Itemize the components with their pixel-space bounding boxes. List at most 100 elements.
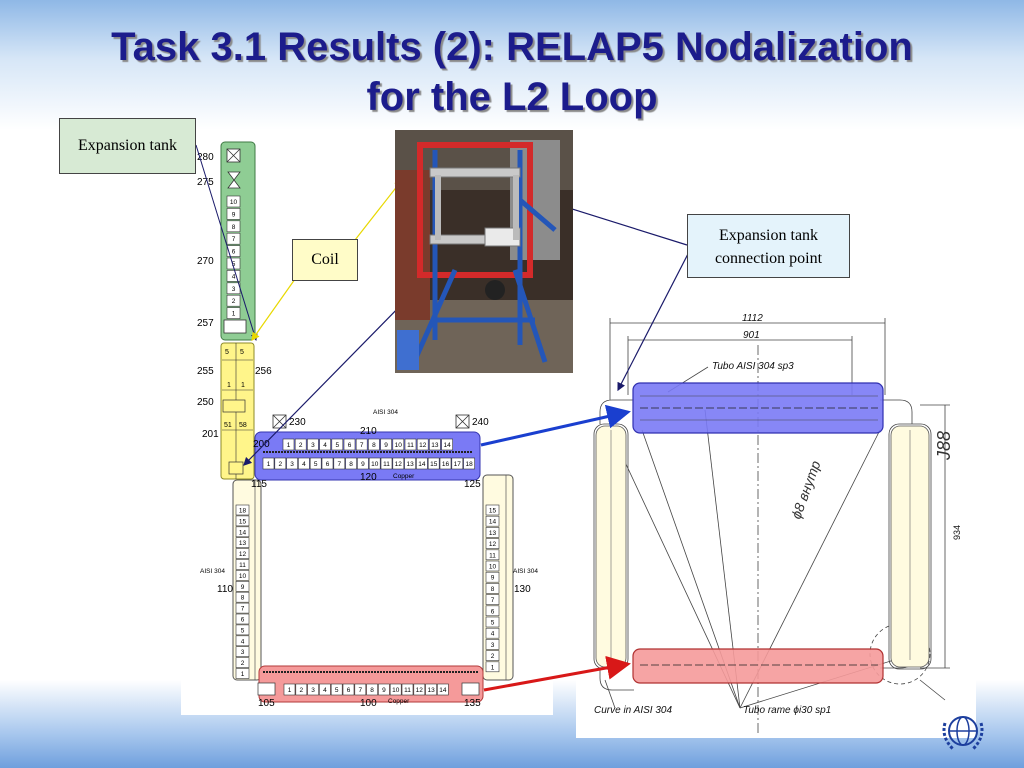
cooler-lower-cell-label: 17 (454, 461, 462, 468)
cooler-lower-cell (463, 457, 475, 470)
cooler-upper-cell-label: 11 (407, 442, 414, 449)
expansion-tank-callout: Expansion tank (59, 118, 196, 174)
label-110: 110 (217, 584, 233, 595)
left-leg-cell (235, 537, 250, 549)
cooler-upper-cell-label: 10 (395, 442, 403, 449)
right-leg-cell-label: 2 (491, 653, 495, 660)
tank-cell-label: 7 (232, 236, 236, 243)
label-210: 210 (360, 426, 377, 437)
node-105-box (257, 682, 276, 696)
right-leg-cell-label: 4 (491, 631, 495, 638)
heater-cell-label: 7 (358, 687, 362, 694)
label-aisi-top: AISI 304 (373, 409, 398, 416)
tank-cell (226, 245, 241, 257)
cooler-upper-cell (429, 438, 441, 451)
heater-cell-label: 5 (335, 687, 339, 694)
heater-cell-label: 12 (416, 687, 424, 694)
label-240: 240 (472, 417, 489, 428)
heater-cell-label: 11 (404, 687, 411, 694)
label-256: 256 (255, 366, 272, 377)
right-leg-cell-label: 15 (489, 508, 497, 515)
right-leg-cell-label: 7 (491, 597, 495, 604)
label-135: 135 (464, 698, 481, 709)
heater-cell-label: 8 (370, 687, 374, 694)
cooler-lower-cell-label: 8 (349, 461, 353, 468)
label-275: 275 (197, 177, 214, 188)
expansion-tank-callout-text: Expansion tank (77, 137, 178, 154)
left-leg-cell (235, 580, 250, 592)
left-leg-cell (235, 570, 250, 581)
cooler-upper-cell-label: 2 (299, 442, 303, 449)
left-leg-cell-label: 14 (239, 529, 247, 536)
valve-275 (227, 171, 241, 181)
tank-cell-label: 4 (232, 273, 236, 280)
dim-right-handwritten: J88 (934, 431, 954, 461)
right-leg-cell-label: 10 (489, 564, 497, 571)
title-line-1: Task 3.1 Results (2): RELAP5 Nodalizatio… (111, 25, 913, 69)
left-leg-cell (235, 559, 250, 570)
left-leg-cell (235, 504, 250, 516)
left-leg-cell (235, 515, 250, 527)
iaea-laurel-icon (942, 716, 984, 751)
cooler-lower-cell (368, 457, 381, 470)
cooler-lower-cell-label: 2 (278, 461, 282, 468)
right-leg-cell (485, 605, 500, 617)
loop-photo (395, 130, 573, 373)
heater-cell (354, 683, 367, 696)
label-201: 201 (202, 429, 219, 440)
cooler-lower-cell-label: 5 (314, 461, 318, 468)
cooler-upper-cell (282, 438, 295, 451)
cooler-upper-cell-label: 1 (287, 442, 291, 449)
left-leg-cell (235, 657, 250, 668)
right-leg-cell (485, 594, 500, 605)
cooler-lower-cell (416, 457, 428, 470)
dim-934: 934 (952, 525, 962, 540)
heater-cell-label: 6 (347, 687, 351, 694)
cooler-lower-cell-label: 10 (371, 461, 379, 468)
right-leg-cell-label: 12 (489, 541, 497, 548)
left-leg-cell (235, 668, 250, 679)
right-leg-cell (485, 560, 500, 572)
heater-cell (342, 683, 355, 696)
heater-cell-label: 14 (439, 687, 447, 694)
cooler-lower-cell-label: 18 (465, 461, 473, 468)
cooler-upper-cell-label: 14 (443, 442, 451, 449)
left-leg-cell-label: 15 (239, 518, 247, 525)
right-leg-cell (485, 650, 500, 661)
left-leg-cell (235, 548, 250, 559)
arrow-coil-to-photo (354, 179, 403, 241)
label-280: 280 (197, 152, 214, 163)
cooler-lower-cell (286, 457, 298, 470)
right-leg-cell (485, 571, 500, 583)
right-leg-cell-label: 5 (491, 620, 495, 627)
cooler-upper-cell (319, 438, 331, 451)
cooler-lower-cell (404, 457, 416, 470)
cooler-upper-cell (380, 438, 392, 451)
left-leg-cell-label: 18 (239, 508, 247, 515)
cooler-upper-cell (392, 438, 405, 451)
heater-cell (283, 683, 296, 696)
cooler-upper-cell (368, 438, 380, 451)
cooler-lower-cell-label: 16 (442, 461, 450, 468)
tank-cell-label: 8 (232, 224, 236, 231)
left-leg-cell (235, 613, 250, 625)
heater-cell-label: 9 (382, 687, 386, 694)
cooler-upper-cell-label: 13 (431, 442, 439, 449)
arrow-coil-to-column (251, 271, 301, 341)
heater-cell-label: 10 (392, 687, 400, 694)
node-257-box (223, 319, 247, 334)
label-255: 255 (197, 366, 214, 377)
label-105: 105 (258, 698, 275, 709)
cooler-lower-cell (309, 457, 322, 470)
right-leg-cell-label: 3 (491, 642, 495, 649)
arrow-tank-label (195, 144, 258, 341)
cooler-lower-cell (274, 457, 287, 470)
coil-small-1b: 1 (241, 382, 245, 389)
cooler-lower-cell (298, 457, 310, 470)
connection-callout-line-2: connection point (714, 250, 823, 267)
